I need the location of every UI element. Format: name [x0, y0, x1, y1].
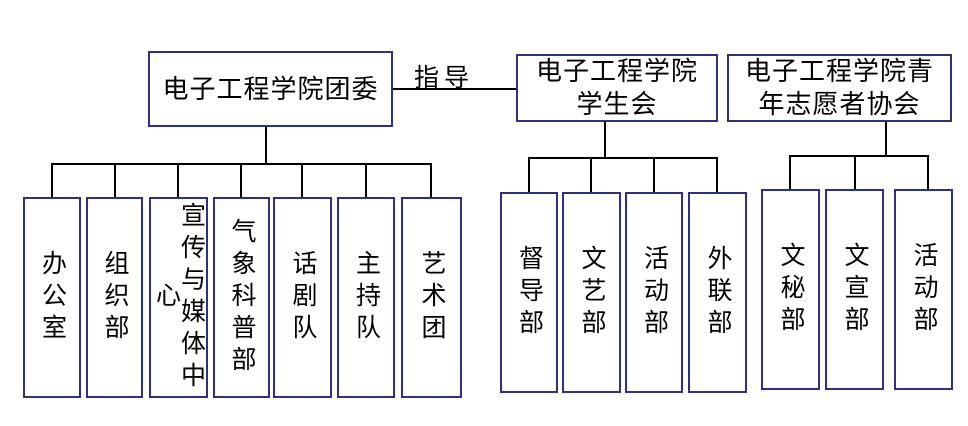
connector-volunteer-stub-2: [854, 155, 856, 189]
dept-box-activities-volunteer: 活动部: [894, 189, 953, 390]
connector-league-stub-3: [177, 163, 179, 197]
dept-box-organization: 组织部: [86, 197, 143, 398]
dept-box-art-troupe: 艺术团: [401, 197, 462, 398]
connector-league-stub-5: [301, 163, 303, 197]
edge-label-guidance: 指导: [413, 65, 474, 92]
dept-box-organization-label: 组织部: [101, 249, 128, 346]
connector-union-stub-1: [528, 157, 530, 192]
connector-volunteer-stub-1: [789, 155, 791, 189]
dept-box-hosting-team-label: 主持队: [352, 249, 380, 346]
org-box-student-union-label: 电子工程学院 学生会: [535, 57, 698, 119]
dept-box-publicity-media-center-label: 宣传与媒体中心: [152, 201, 205, 394]
dept-box-activities-union-label: 活动部: [640, 244, 668, 341]
dept-box-office: 办公室: [23, 197, 81, 398]
dept-box-publicity-media-center: 宣传与媒体中心: [149, 197, 208, 398]
connector-union-drop: [604, 122, 606, 159]
dept-box-meteorology-science: 气象科普部: [213, 197, 270, 398]
org-box-youth-league: 电子工程学院团委: [148, 51, 393, 127]
dept-box-external-relations: 外联部: [688, 192, 747, 393]
org-box-student-union: 电子工程学院 学生会: [516, 54, 718, 122]
dept-box-art-troupe-label: 艺术团: [418, 249, 445, 346]
dept-box-supervision-label: 督导部: [515, 244, 543, 341]
connector-league-stub-6: [365, 163, 367, 197]
org-box-volunteer-association-label: 电子工程学院青 年志愿者协会: [744, 57, 934, 119]
dept-box-activities-union: 活动部: [625, 192, 683, 393]
connector-league-stub-2: [114, 163, 116, 197]
dept-box-supervision: 督导部: [500, 192, 558, 393]
dept-box-publicity-label: 文宣部: [841, 241, 868, 338]
connector-league-stub-1: [51, 163, 53, 197]
dept-box-secretarial: 文秘部: [761, 189, 820, 390]
dept-box-office-label: 办公室: [38, 249, 66, 346]
connector-league-stub-7: [430, 163, 432, 197]
dept-box-external-relations-label: 外联部: [704, 244, 731, 341]
dept-box-secretarial-label: 文秘部: [777, 241, 804, 338]
connector-volunteer-rail: [789, 155, 929, 157]
connector-union-stub-2: [590, 157, 592, 192]
connector-guidance-line: [393, 88, 516, 90]
dept-box-drama-team: 话剧队: [273, 197, 332, 398]
org-box-volunteer-association: 电子工程学院青 年志愿者协会: [727, 54, 952, 122]
dept-box-arts-label: 文艺部: [578, 244, 605, 341]
dept-box-arts: 文艺部: [562, 192, 621, 393]
connector-union-rail: [528, 157, 718, 159]
dept-box-publicity: 文宣部: [825, 189, 884, 390]
dept-box-drama-team-label: 话剧队: [289, 249, 316, 346]
connector-union-stub-4: [716, 157, 718, 192]
dept-box-activities-volunteer-label: 活动部: [910, 241, 937, 338]
connector-volunteer-stub-3: [927, 155, 929, 189]
org-box-youth-league-label: 电子工程学院团委: [162, 74, 379, 104]
dept-box-meteorology-science-label: 气象科普部: [228, 217, 255, 378]
connector-league-stub-4: [240, 163, 242, 197]
connector-volunteer-drop: [885, 122, 887, 157]
dept-box-hosting-team: 主持队: [337, 197, 395, 398]
connector-league-drop: [265, 127, 267, 165]
connector-union-stub-3: [653, 157, 655, 192]
